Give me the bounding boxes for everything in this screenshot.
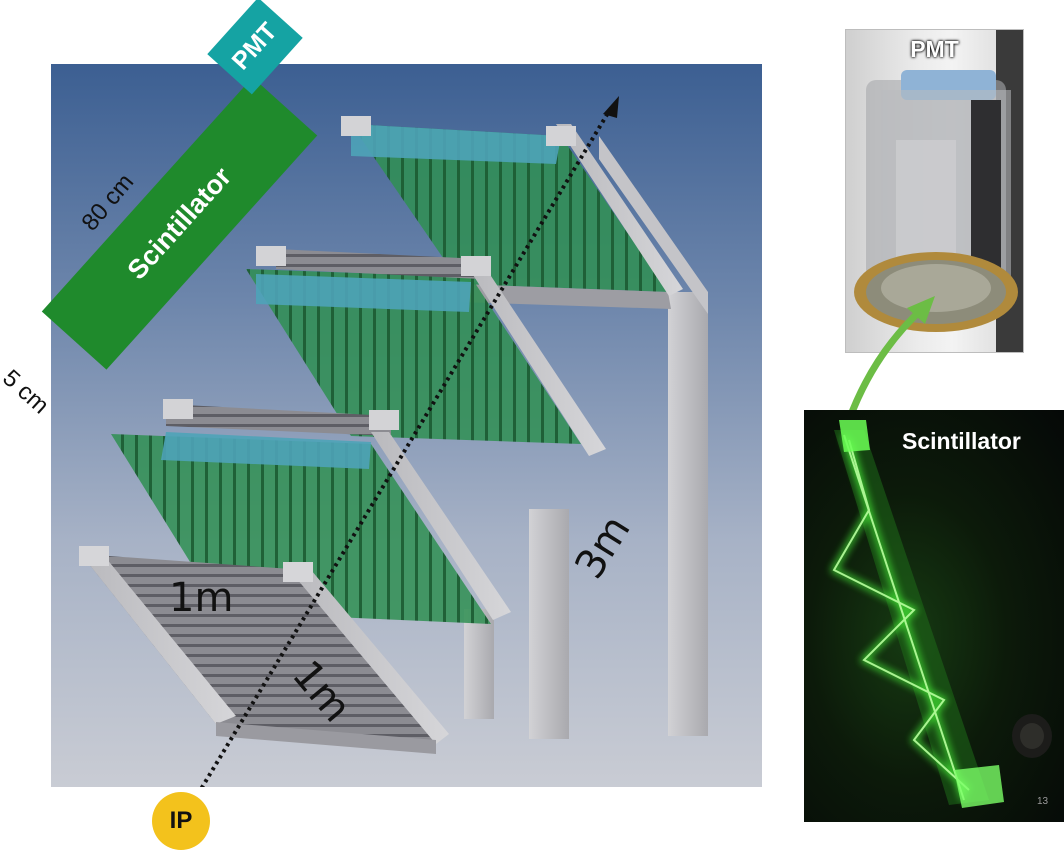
detector-render-panel: 1m 1m 3m [51,64,762,787]
ip-label: IP [169,807,193,834]
scintillator-photo-drawing [830,420,1052,808]
dim-label-width: 1m [169,575,234,621]
page-number: 13 [1037,796,1049,807]
detector-drawing [79,96,708,787]
beam-axis-arrow [199,96,619,787]
scintillator-photo-label: Scintillator [902,428,1021,454]
detector-front-face [79,546,449,754]
pmt-photo-drawing [854,30,1023,352]
detector-layer-middle [246,246,606,456]
light-path-arrow [845,296,935,422]
interaction-point-marker: IP [152,792,210,850]
pmt-photo-label: PMT [910,36,959,62]
width-dimension-label: 5 cm [0,364,54,420]
scintillator-photo: Scintillator 13 [804,410,1064,822]
support-legs [464,136,708,739]
detector-layer-top [341,116,683,309]
pmt-photo: PMT [845,29,1024,353]
pmt-box-label: PMT [226,16,283,75]
